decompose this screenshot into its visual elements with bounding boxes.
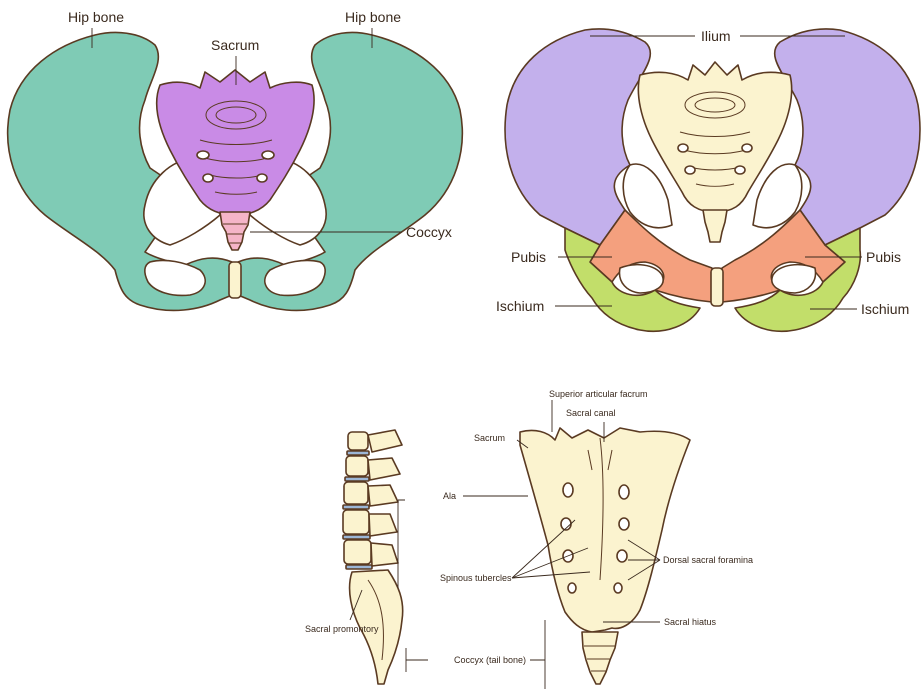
spinous-processes — [368, 430, 402, 566]
sacral-foramen-r2 — [257, 174, 267, 182]
label-sacral-hiatus: Sacral hiatus — [664, 617, 717, 627]
dorsal-foramen-r1 — [619, 485, 629, 499]
label-ischium-left: Ischium — [496, 298, 544, 314]
disc-5 — [346, 565, 372, 569]
label-dorsal-sacral-foramina: Dorsal sacral foramina — [663, 555, 753, 565]
sacrum-posterior — [520, 428, 690, 632]
label-pubis-right: Pubis — [866, 249, 901, 265]
label-coccyx: Coccyx — [406, 224, 452, 240]
label-ala: Ala — [443, 491, 456, 501]
sacrum-cream-foramen-l1 — [678, 144, 688, 152]
vertebra-4 — [343, 510, 369, 534]
coccyx-cream — [703, 210, 727, 242]
label-sacrum-posterior: Sacrum — [474, 433, 505, 443]
label-sacrum: Sacrum — [211, 37, 259, 53]
label-ischium-right: Ischium — [861, 301, 909, 317]
disc-2 — [345, 477, 369, 481]
dorsal-foramen-r3 — [617, 550, 627, 562]
pelvis-overview: Hip bone Hip bone Sacrum Coccyx — [8, 9, 463, 310]
disc-1 — [347, 451, 369, 455]
vertebra-5 — [344, 540, 371, 564]
sacral-foramen-l1 — [197, 151, 209, 159]
sacrum-posterior-view: Superior articular facrum Sacral canal S… — [440, 389, 753, 689]
label-sacral-promontory: Sacral promontory — [305, 624, 379, 634]
label-spinous-tubercles: Spinous tubercles — [440, 573, 512, 583]
leader-coccyx-bracket — [406, 648, 428, 672]
vertebra-2 — [346, 456, 368, 476]
leader-side-bracket — [398, 500, 405, 588]
dorsal-foramen-l1 — [563, 483, 573, 497]
leader-coccyx-tail — [530, 620, 545, 689]
label-sacral-canal: Sacral canal — [566, 408, 616, 418]
label-pubis-left: Pubis — [511, 249, 546, 265]
pelvis-regions: Ilium Pubis Pubis Ischium Ischium — [496, 28, 920, 331]
coccyx-pink — [220, 212, 250, 250]
label-coccyx-tail-bone: Coccyx (tail bone) — [454, 655, 526, 665]
dorsal-foramen-r4 — [614, 583, 622, 593]
sacral-foramen-r1 — [262, 151, 274, 159]
sacral-foramen-l2 — [203, 174, 213, 182]
vertebra-3 — [344, 482, 368, 504]
pubic-symphysis-2 — [711, 268, 723, 306]
spine-side-view: Sacral promontory — [305, 430, 428, 684]
coccyx-posterior — [582, 632, 618, 684]
dorsal-foramen-r2 — [619, 518, 629, 530]
label-ilium: Ilium — [701, 28, 731, 44]
disc-3 — [343, 505, 369, 509]
pubic-symphysis — [229, 262, 241, 298]
left-obturator — [620, 265, 664, 293]
label-hip-bone-right: Hip bone — [345, 9, 401, 25]
vertebra-1 — [348, 432, 368, 450]
sacrum-cream-foramen-r1 — [742, 144, 752, 152]
sacrum-cream-foramen-r2 — [735, 166, 745, 174]
label-hip-bone-left: Hip bone — [68, 9, 124, 25]
disc-4 — [343, 535, 370, 539]
label-superior-articular: Superior articular facrum — [549, 389, 648, 399]
dorsal-foramen-l4 — [568, 583, 576, 593]
right-obturator — [772, 265, 816, 293]
sacrum-cream-foramen-l2 — [685, 166, 695, 174]
